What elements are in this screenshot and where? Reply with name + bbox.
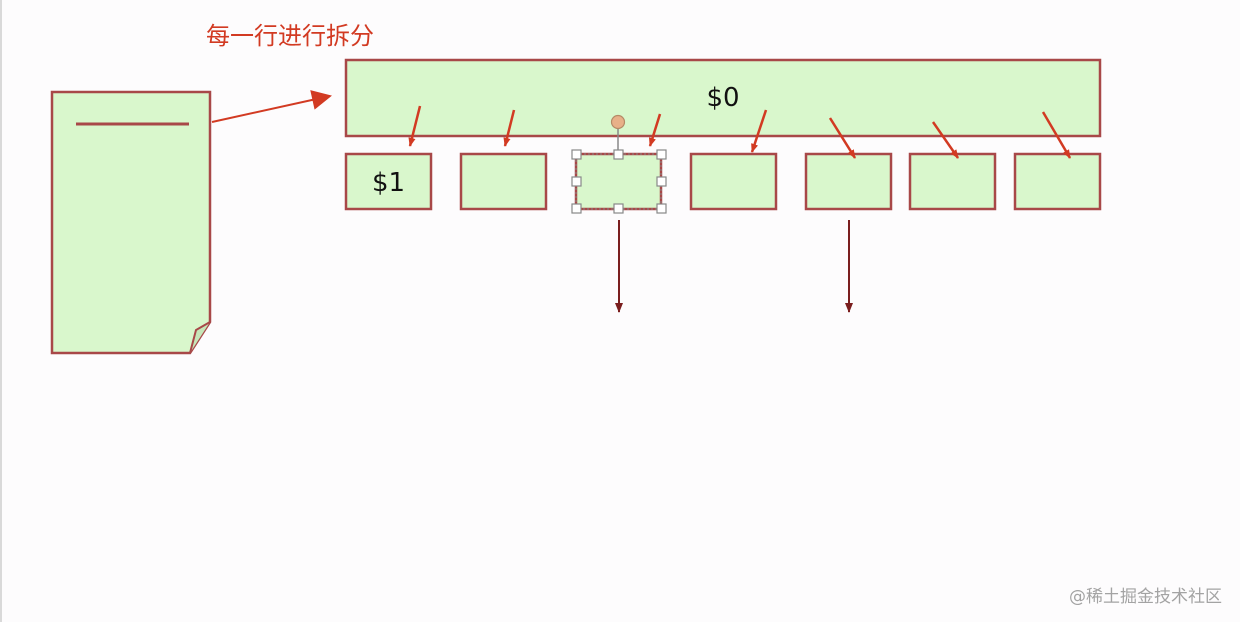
cell-box xyxy=(908,152,997,211)
split-arrows xyxy=(408,105,1072,159)
split-arrow xyxy=(503,109,516,147)
split-arrow xyxy=(750,109,768,153)
split-arrow xyxy=(828,117,857,159)
resize-handle xyxy=(571,176,582,187)
document-icon xyxy=(50,90,212,355)
watermark: @稀土掘金技术社区 xyxy=(1069,587,1222,607)
cell-box xyxy=(459,152,548,211)
resize-handle xyxy=(613,149,624,160)
cell-box xyxy=(689,152,778,211)
resize-handle xyxy=(613,203,624,214)
resize-handle xyxy=(656,176,667,187)
cell-box-selected[interactable] xyxy=(574,152,663,211)
split-arrow xyxy=(931,121,960,159)
cell-label-first: $1 xyxy=(371,168,406,198)
resize-handle xyxy=(571,203,582,214)
cell-box xyxy=(804,152,893,211)
diagram-title: 每一行进行拆分 xyxy=(206,22,374,50)
document-to-row-arrow xyxy=(211,90,332,123)
row-box-label: $0 xyxy=(706,83,740,113)
row-box xyxy=(344,58,1102,138)
cell-box xyxy=(1013,152,1102,211)
rotate-handle xyxy=(610,114,626,130)
split-arrow xyxy=(648,113,662,147)
left-border xyxy=(0,0,2,622)
resize-handle xyxy=(656,149,667,160)
selection-handles[interactable] xyxy=(571,114,667,214)
resize-handle xyxy=(571,149,582,160)
cell-box xyxy=(344,152,433,211)
split-arrow xyxy=(1041,111,1072,159)
resize-handle xyxy=(656,203,667,214)
split-arrow xyxy=(408,105,422,147)
